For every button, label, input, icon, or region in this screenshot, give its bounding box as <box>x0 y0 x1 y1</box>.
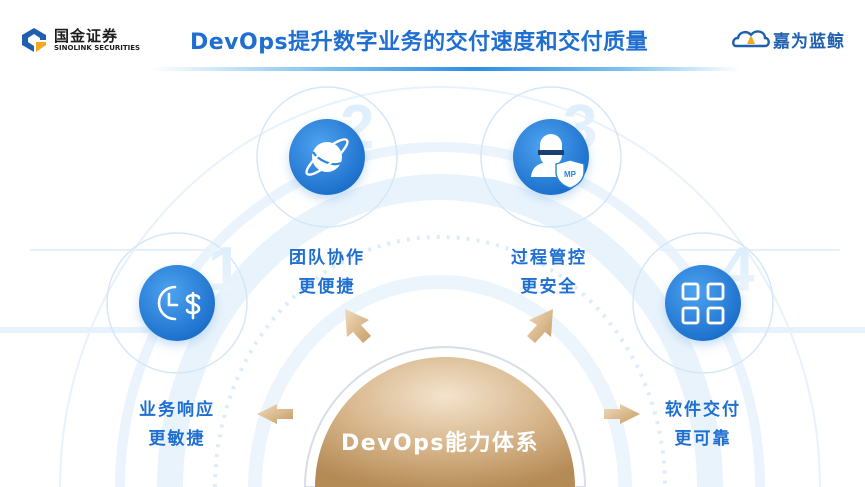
brand-left-en: SINOLINK SECURITIES <box>54 43 141 52</box>
brand-logo-left: 国金证券 SINOLINK SECURITIES <box>20 26 140 54</box>
pillar-label-1: 业务响应 更敏捷 <box>117 396 237 454</box>
page-title: DevOps提升数字业务的交付速度和交付质量 <box>190 30 649 55</box>
pillar-2-graphic: 2 <box>256 86 398 228</box>
core-label: DevOps能力体系 <box>340 431 540 456</box>
pillar-4-graphic: 4 <box>632 232 774 374</box>
pillar-1-graphic: 1 <box>106 232 248 374</box>
pillar-label-3: 过程管控 更安全 <box>489 244 609 302</box>
pillar-number-1: 1 <box>208 235 242 304</box>
pillar-label-2: 团队协作 更便捷 <box>267 244 387 302</box>
pillar-4-line1: 软件交付 <box>665 400 741 420</box>
pillar-2-line1: 团队协作 <box>289 248 365 268</box>
arrow-up-right <box>527 309 553 343</box>
brand-logo-right: 嘉为蓝鲸 <box>732 26 845 52</box>
pillar-1-line2: 更敏捷 <box>148 429 206 449</box>
arrow-right <box>604 404 640 424</box>
pillar-label-4: 软件交付 更可靠 <box>643 396 763 454</box>
arrow-up-left <box>345 309 371 343</box>
pillar-1-line1: 业务响应 <box>139 400 215 420</box>
arrows <box>257 309 640 424</box>
clock-dollar-icon <box>139 265 215 341</box>
sinolink-logo-icon <box>22 28 46 52</box>
pillar-2-line2: 更便捷 <box>298 277 356 297</box>
arrow-left <box>257 404 293 424</box>
core-dome <box>303 346 587 487</box>
grid-squares-icon <box>665 265 741 341</box>
shield-badge-text: MP <box>564 170 577 179</box>
bluking-logo-icon <box>732 30 770 48</box>
title-underline <box>150 67 740 71</box>
brand-left-cn: 国金证券 <box>54 26 119 45</box>
pillar-3-graphic: 3 MP <box>480 86 622 228</box>
pillar-4-line2: 更可靠 <box>674 429 732 449</box>
brand-right-name: 嘉为蓝鲸 <box>773 31 845 52</box>
pillar-3-line2: 更安全 <box>520 277 578 297</box>
pillar-3-line1: 过程管控 <box>511 248 587 268</box>
